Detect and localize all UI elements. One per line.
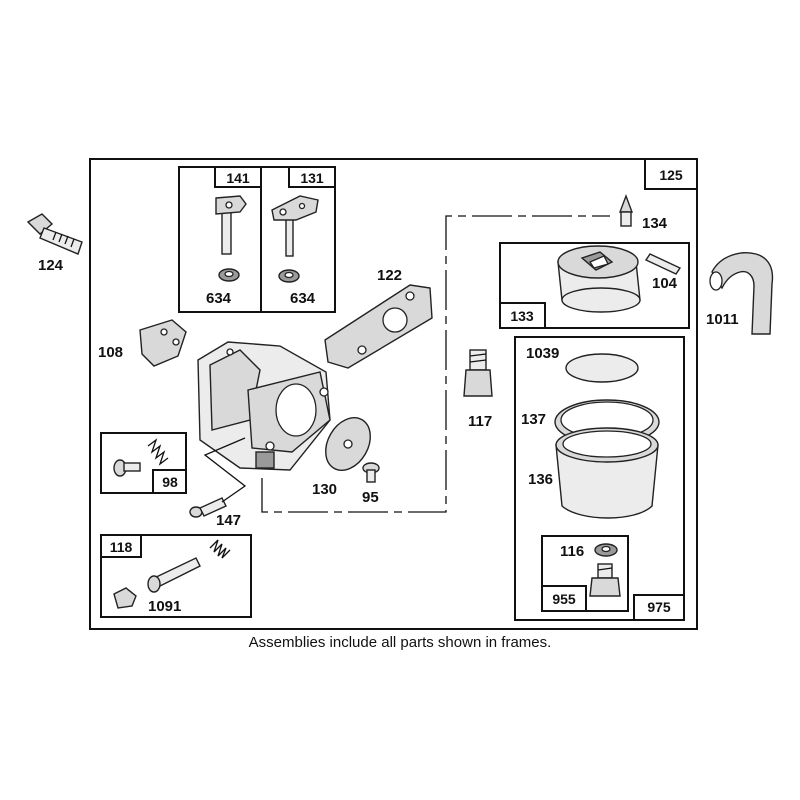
- float-bowl-136-icon: [555, 427, 659, 519]
- label-124: 124: [38, 257, 64, 274]
- washer-634-icon: [218, 268, 240, 282]
- label-147: 147: [216, 512, 241, 529]
- hose-1011-icon: [709, 252, 774, 335]
- fitting-117-icon: [463, 349, 493, 397]
- cap-118-icon: [113, 587, 137, 609]
- frame-label-125: 125: [659, 167, 683, 183]
- screw-147-icon: [189, 497, 227, 518]
- connection-line: [261, 215, 610, 513]
- frame-label-133: 133: [510, 308, 534, 324]
- needle-1091-icon: [147, 557, 201, 593]
- spring-98-icon: [147, 438, 169, 466]
- footer-caption: Assemblies include all parts shown in fr…: [248, 634, 552, 651]
- pin-104-icon: [644, 253, 682, 275]
- frame-tab-133: [499, 302, 546, 329]
- screw-98-icon: [113, 459, 141, 477]
- label-108: 108: [98, 344, 123, 361]
- label-116: 116: [560, 543, 584, 560]
- frame-118: [100, 534, 252, 618]
- gasket-122-icon: [324, 284, 433, 369]
- main-frame: [89, 158, 698, 630]
- spring-118-icon: [209, 539, 231, 559]
- label-1011: 1011: [706, 311, 739, 328]
- frame-tab-118: [100, 534, 142, 558]
- frame-label-975: 975: [647, 599, 671, 615]
- carburetor-body-icon: [197, 341, 331, 471]
- frame-tab-131: [288, 166, 336, 188]
- label-122: 122: [377, 267, 402, 284]
- frame-label-131: 131: [300, 170, 324, 186]
- plate-108-icon: [139, 319, 187, 367]
- label-104: 104: [652, 275, 678, 292]
- label-130: 130: [312, 481, 337, 498]
- frame-133: [499, 242, 690, 329]
- label-634a: 634: [206, 290, 232, 307]
- frame-tab-955: [541, 585, 587, 612]
- bolt-124-icon: [26, 213, 83, 255]
- gasket-130-icon: [325, 417, 371, 471]
- frame-label-955: 955: [552, 591, 576, 607]
- float-needle-141-icon: [215, 195, 247, 255]
- float-133-icon: [557, 245, 641, 313]
- frame-label-141: 141: [226, 170, 250, 186]
- bowl-nut-955-icon: [589, 563, 621, 597]
- frame-label-98: 98: [162, 474, 178, 490]
- label-1091: 1091: [148, 598, 181, 615]
- label-136: 136: [528, 471, 553, 488]
- label-95: 95: [362, 489, 379, 506]
- frame-label-118: 118: [110, 539, 133, 555]
- frame-975: [514, 336, 685, 621]
- label-1039: 1039: [526, 345, 559, 362]
- label-117: 117: [468, 413, 492, 430]
- needle-134-icon: [618, 194, 634, 227]
- screw-95-icon: [362, 462, 380, 483]
- frame-tab-125: [644, 158, 698, 190]
- label-134: 134: [642, 215, 668, 232]
- choke-shaft-131-icon: [271, 195, 319, 257]
- washer-116-icon: [594, 543, 618, 557]
- gasket-1039-icon: [565, 353, 639, 383]
- frame-tab-98: [152, 469, 187, 494]
- label-137: 137: [521, 411, 546, 428]
- frame-tab-975: [633, 594, 685, 621]
- washer-634b-icon: [278, 269, 300, 283]
- frame-98: [100, 432, 187, 494]
- label-634b: 634: [290, 290, 316, 307]
- leader-147: [203, 437, 247, 503]
